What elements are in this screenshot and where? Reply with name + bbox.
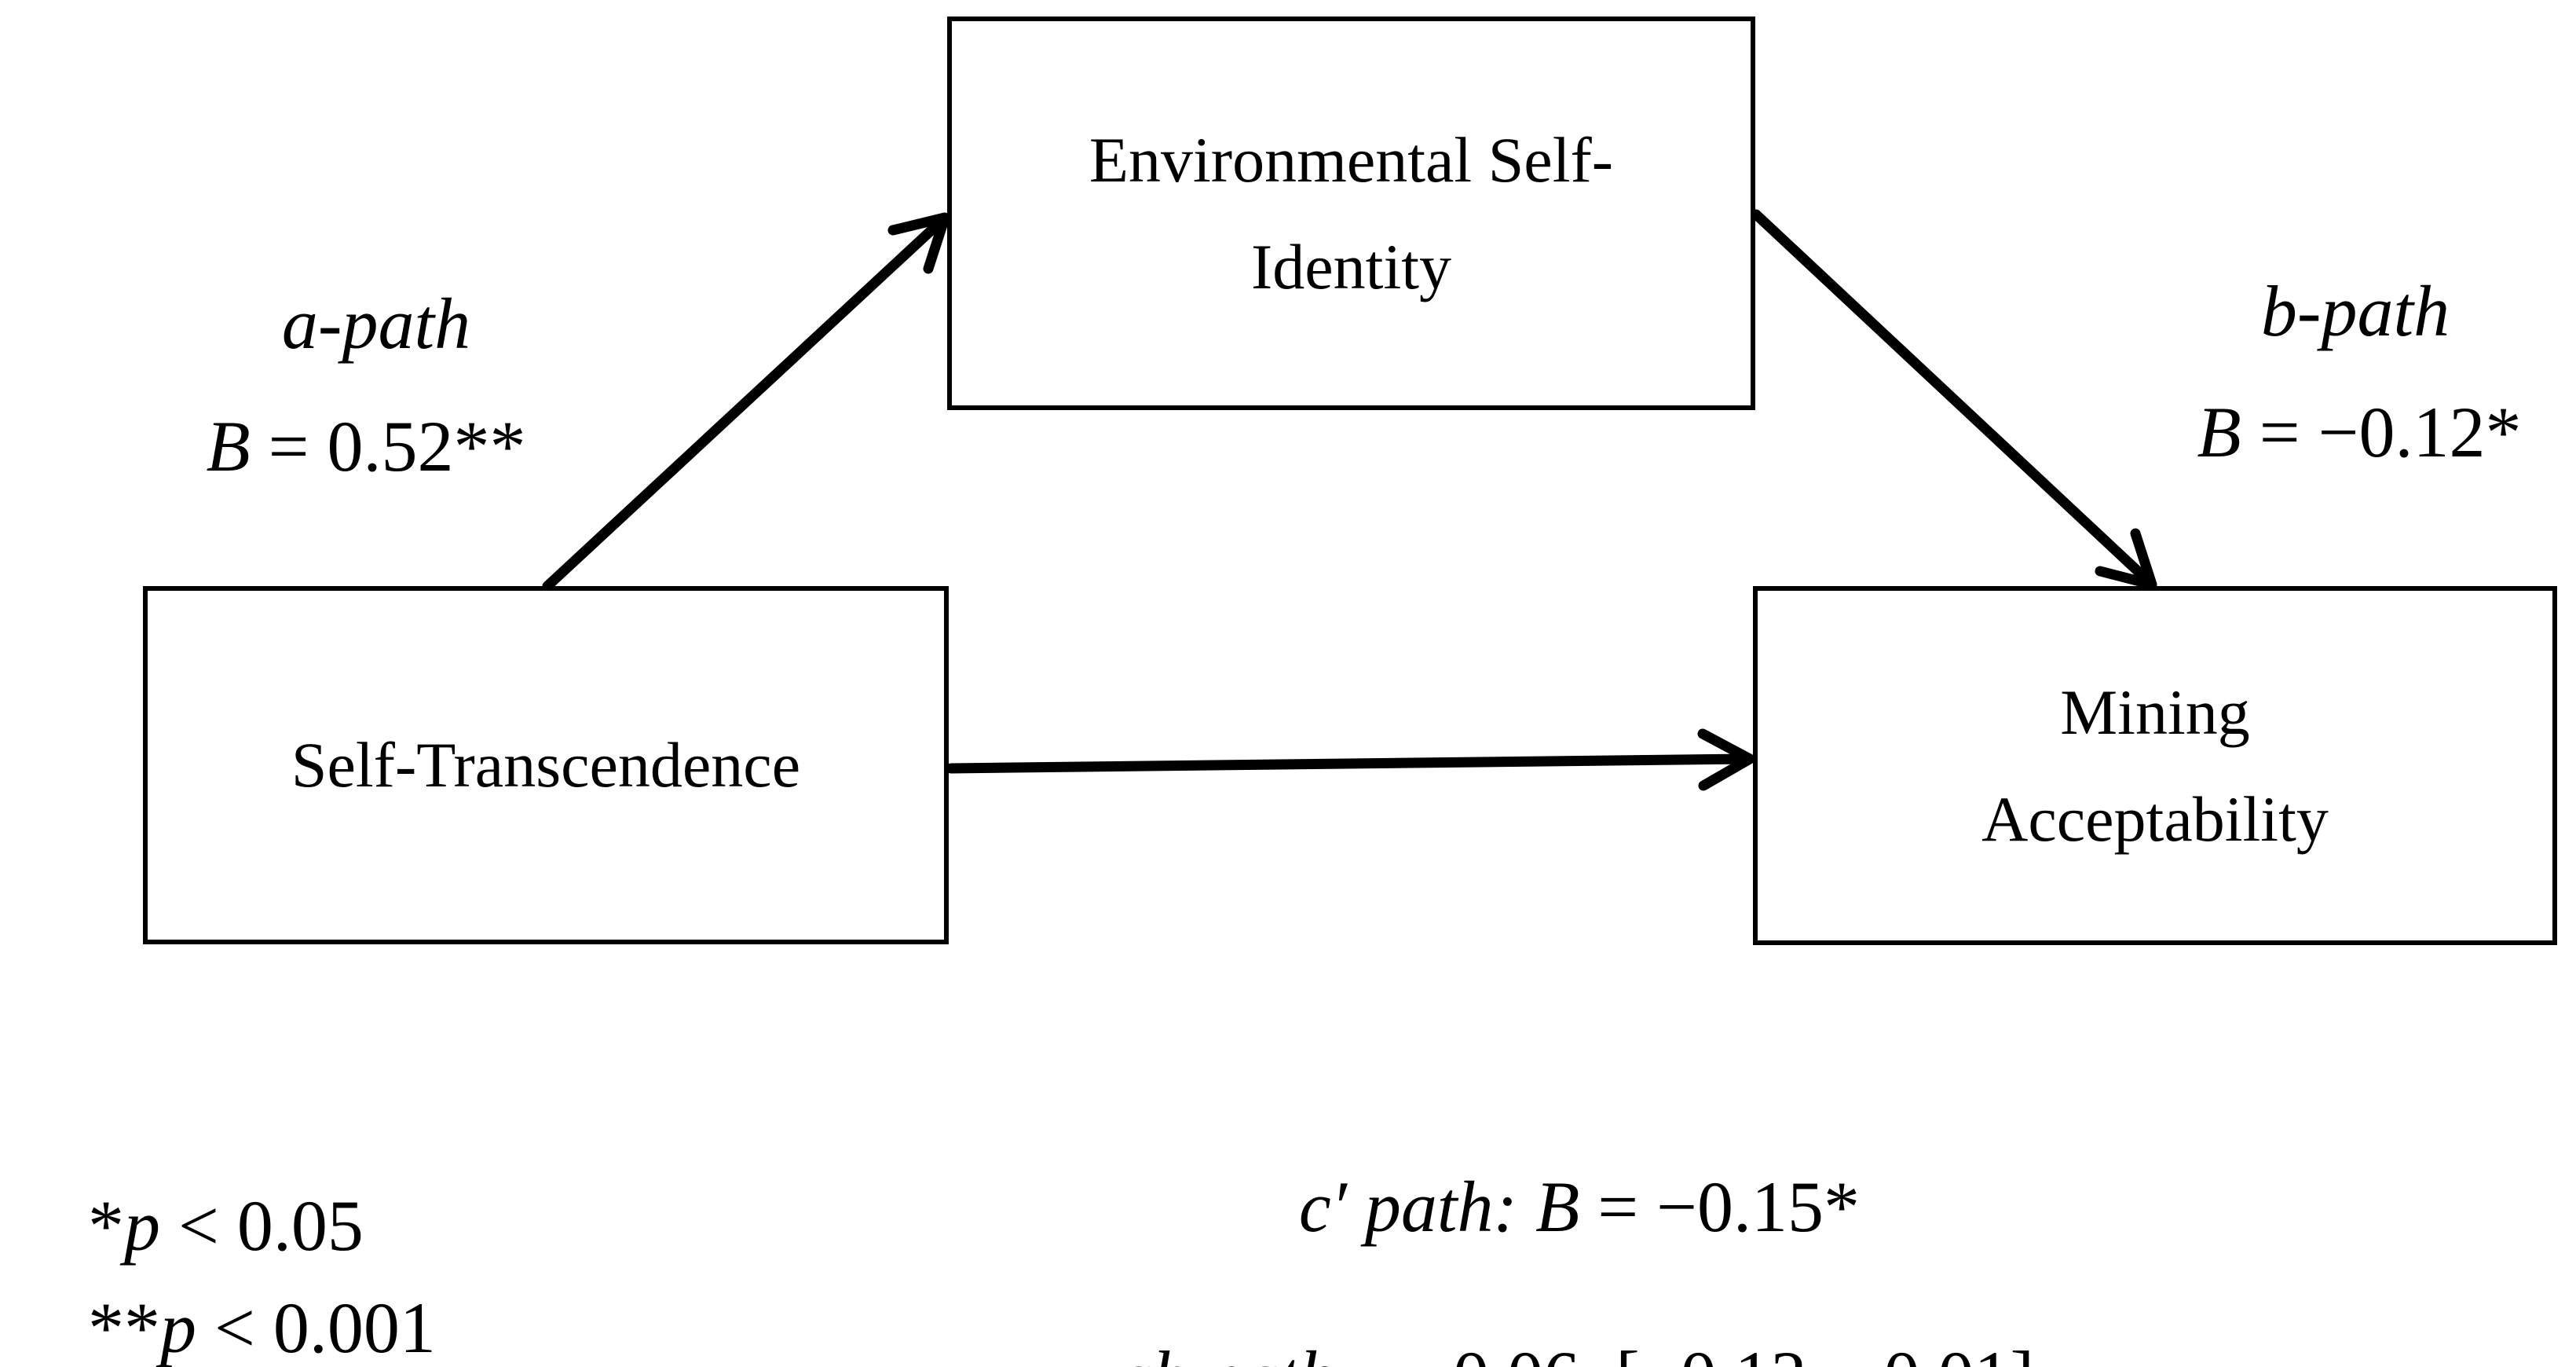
coefficient-value: = 0.52** bbox=[250, 405, 526, 486]
node-mining-acceptability: Mining Acceptability bbox=[1753, 586, 2557, 945]
note-threshold: < 0.05 bbox=[160, 1185, 364, 1266]
node-environmental-self-identity: Environmental Self- Identity bbox=[947, 16, 1755, 410]
coefficient-value: = −0.15* bbox=[1579, 1166, 1861, 1247]
ab-path-coefficient: ab path = −0.06, [−0.12, −0.01] bbox=[1045, 1252, 2034, 1367]
ab-path-label: ab path bbox=[1117, 1336, 1336, 1367]
note-symbol: p bbox=[124, 1185, 160, 1266]
b-path-label: b-path bbox=[2260, 270, 2450, 351]
c-prime-label: c′ path: bbox=[1298, 1166, 1536, 1247]
note-symbol: p bbox=[160, 1287, 196, 1367]
node-label-line: Acceptability bbox=[1981, 782, 2329, 855]
node-label-line: Identity bbox=[1250, 230, 1452, 302]
coefficient-symbol: B bbox=[2197, 391, 2241, 472]
b-path-coefficient: B = −0.12* bbox=[2125, 308, 2522, 557]
a-path-arrow bbox=[542, 212, 950, 592]
coefficient-symbol: B bbox=[1535, 1166, 1580, 1247]
note-threshold: < 0.001 bbox=[196, 1287, 436, 1367]
node-label-line: Mining bbox=[2060, 676, 2250, 748]
a-path-arrowhead bbox=[887, 212, 950, 274]
node-self-transcendence: Self-Transcendence bbox=[143, 586, 949, 944]
significance-note-2: **p < 0.001 bbox=[16, 1204, 436, 1367]
node-label-line: Environmental Self- bbox=[1089, 123, 1614, 196]
coefficient-value: = −0.12* bbox=[2241, 391, 2522, 472]
c-prime-path-coefficient: c′ path: B = −0.15* bbox=[1227, 1083, 1860, 1332]
note-stars: * bbox=[88, 1185, 124, 1266]
node-label-line: Self-Transcendence bbox=[291, 729, 801, 801]
b-path-arrowhead bbox=[2095, 528, 2157, 590]
c-prime-path-arrow bbox=[946, 728, 1755, 791]
coefficient-symbol: B bbox=[206, 405, 251, 486]
b-path-arrow bbox=[1751, 209, 2157, 590]
a-path-coefficient: B = 0.52** bbox=[134, 322, 525, 571]
c-prime-path-arrowhead bbox=[1697, 728, 1755, 791]
a-path-label: a-path bbox=[281, 283, 471, 364]
note-stars: ** bbox=[88, 1287, 160, 1367]
significance-note-1: *p < 0.05 bbox=[16, 1101, 364, 1351]
coefficient-value: = −0.06, [−0.12, −0.01] bbox=[1335, 1336, 2034, 1367]
